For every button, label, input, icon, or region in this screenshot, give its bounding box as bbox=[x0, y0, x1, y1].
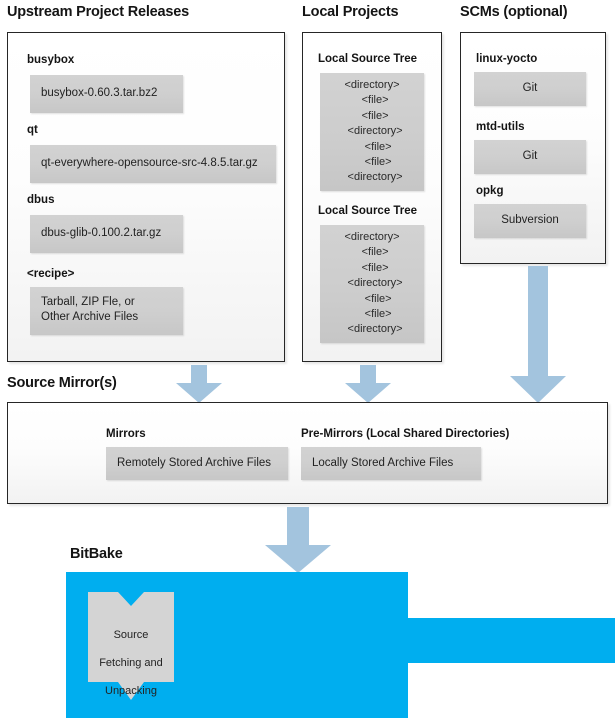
upstream-item-value-qt: qt-everywhere-opensource-src-4.8.5.tar.g… bbox=[30, 145, 276, 183]
pre-mirrors-group-value: Locally Stored Archive Files bbox=[301, 447, 481, 480]
upstream-item-value-busybox: busybox-0.60.3.tar.bz2 bbox=[30, 75, 183, 113]
scm-item-label-opkg: opkg bbox=[476, 185, 504, 197]
heading-upstream-project-releases: Upstream Project Releases bbox=[7, 4, 189, 20]
tree-row: <file> bbox=[355, 261, 389, 274]
upstream-item-label-dbus: dbus bbox=[27, 194, 55, 206]
tree-row: <directory> bbox=[344, 79, 400, 91]
mirrors-group-label: Mirrors bbox=[106, 428, 146, 440]
tree-row: <directory> bbox=[341, 323, 403, 336]
upstream-item-label-qt: qt bbox=[27, 124, 38, 136]
heading-local-projects: Local Projects bbox=[302, 4, 399, 20]
upstream-item-value-recipe: Tarball, ZIP Fle, or Other Archive Files bbox=[30, 287, 183, 335]
heading-source-mirrors: Source Mirror(s) bbox=[7, 375, 117, 391]
recipe-value-line-2: Other Archive Files bbox=[41, 311, 139, 324]
panel-scms: linux-yocto Git mtd-utils Git opkg Subve… bbox=[460, 32, 606, 264]
arrow-mirrors-to-bitbake bbox=[265, 507, 331, 573]
tree-row: <directory> bbox=[341, 125, 403, 138]
tree-row: <file> bbox=[352, 308, 392, 321]
upstream-item-value-dbus: dbus-glib-0.100.2.tar.gz bbox=[30, 215, 183, 253]
heading-bitbake: BitBake bbox=[70, 546, 123, 562]
scm-item-label-mtd-utils: mtd-utils bbox=[476, 121, 525, 133]
tree-row: <directory> bbox=[344, 231, 400, 243]
local-tree-listing-2: <directory> <file> <file> <directory> <f… bbox=[320, 225, 424, 343]
task-line-1: Source bbox=[113, 629, 149, 641]
local-tree-label-1: Local Source Tree bbox=[318, 53, 418, 65]
panel-local-projects: Local Source Tree <directory> <file> <fi… bbox=[302, 32, 442, 362]
heading-scms: SCMs (optional) bbox=[460, 4, 568, 20]
upstream-item-label-busybox: busybox bbox=[27, 54, 75, 66]
mirrors-group-value: Remotely Stored Archive Files bbox=[106, 447, 288, 480]
tree-row: <file> bbox=[355, 109, 389, 122]
scm-item-label-linux-yocto: linux-yocto bbox=[476, 53, 538, 65]
tree-row: <directory> bbox=[341, 277, 403, 290]
bitbake-task-source-fetching-and-unpacking bbox=[88, 592, 174, 704]
panel-upstream-project-releases: busybox busybox-0.60.3.tar.bz2 qt qt-eve… bbox=[7, 32, 285, 362]
arrow-scms-to-mirrors bbox=[510, 266, 566, 403]
task-line-3: Unpacking bbox=[105, 685, 157, 697]
bitbake-task-label: Source Fetching and Unpacking bbox=[88, 614, 174, 712]
task-line-2: Fetching and bbox=[99, 657, 163, 669]
tree-row: <file> bbox=[355, 94, 389, 107]
scm-item-value-mtd-utils: Git bbox=[474, 140, 586, 174]
tree-row: <file> bbox=[352, 140, 392, 153]
recipe-value-line-1: Tarball, ZIP Fle, or bbox=[41, 296, 135, 308]
tree-row: <file> bbox=[352, 156, 392, 169]
local-tree-label-2: Local Source Tree bbox=[318, 205, 418, 217]
local-tree-listing-1: <directory> <file> <file> <directory> <f… bbox=[320, 73, 424, 191]
tree-row: <file> bbox=[355, 246, 389, 259]
pre-mirrors-group-label: Pre-Mirrors (Local Shared Directories) bbox=[301, 428, 510, 440]
tree-row: <file> bbox=[352, 292, 392, 305]
tree-row: <directory> bbox=[341, 171, 403, 184]
arrow-upstream-to-mirrors bbox=[176, 365, 222, 403]
scm-item-value-opkg: Subversion bbox=[474, 204, 586, 238]
arrow-local-projects-to-mirrors bbox=[345, 365, 391, 403]
upstream-item-label-recipe: <recipe> bbox=[27, 268, 75, 280]
scm-item-value-linux-yocto: Git bbox=[474, 72, 586, 106]
bitbake-block bbox=[66, 572, 615, 718]
panel-source-mirrors: Mirrors Remotely Stored Archive Files Pr… bbox=[7, 402, 608, 504]
